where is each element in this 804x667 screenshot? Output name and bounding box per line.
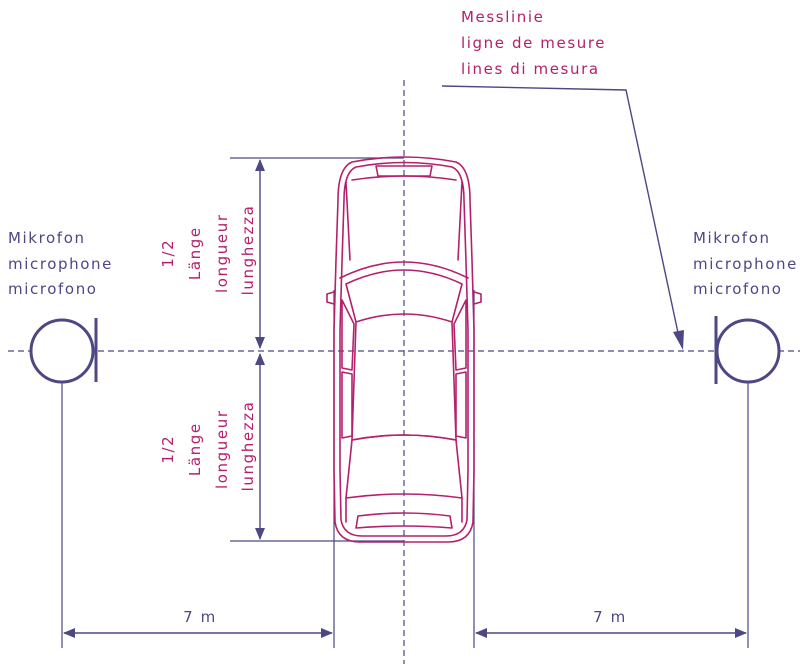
- half-length-upper-label-de: Länge: [186, 226, 204, 280]
- measuring-line-label-de: Messlinie: [461, 8, 544, 26]
- half-length-upper-label: 1/2 Länge longueur lunghezza: [159, 205, 257, 296]
- right-microphone-label: Mikrofon microphone microfono: [693, 229, 804, 298]
- half-length-upper-label-fraction: 1/2: [159, 239, 177, 268]
- car-top-view-icon: [326, 156, 482, 543]
- half-length-lower-label-fr: longueur: [213, 409, 231, 489]
- right-microphone-label-it: microfono: [693, 280, 783, 298]
- distance-left-label: 7 m: [183, 608, 217, 626]
- left-microphone-label: Mikrofon microphone microfono: [8, 229, 119, 298]
- left-microphone-label-de: Mikrofon: [8, 229, 86, 247]
- measuring-line-label-it: lines di mesura: [461, 60, 600, 78]
- half-length-upper-label-fr: longueur: [213, 213, 231, 293]
- left-microphone-icon: [29, 318, 98, 384]
- half-length-lower-label-it: lunghezza: [239, 401, 257, 492]
- measuring-line-leader-arrowhead: [673, 330, 684, 350]
- measuring-line-label-fr: ligne de mesure: [461, 34, 606, 52]
- half-length-lower-label-fraction: 1/2: [159, 435, 177, 464]
- half-length-lower-label: 1/2 Länge longueur lunghezza: [159, 401, 257, 492]
- right-microphone-label-fr: microphone: [693, 255, 798, 273]
- measuring-line-leader: [441, 85, 681, 343]
- right-microphone-label-de: Mikrofon: [693, 229, 771, 247]
- distance-right-label: 7 m: [593, 608, 627, 626]
- half-length-upper-label-it: lunghezza: [239, 205, 257, 296]
- left-microphone-label-it: microfono: [8, 280, 98, 298]
- measuring-line-label: Messlinie ligne de mesure lines di mesur…: [461, 8, 612, 78]
- right-microphone-icon: [714, 316, 781, 384]
- half-length-lower-label-de: Länge: [186, 422, 204, 476]
- left-microphone-label-fr: microphone: [8, 255, 113, 273]
